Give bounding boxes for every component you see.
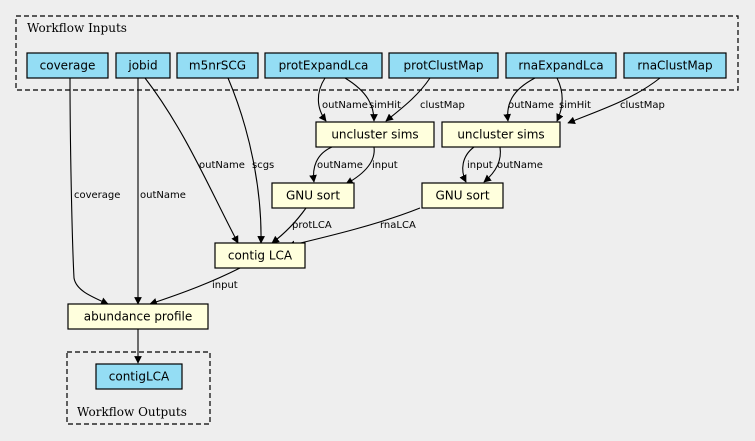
edge-label-rna-sort-input: input: [467, 160, 493, 171]
input-coverage-label: coverage: [40, 59, 96, 73]
output-contiglca-label: contigLCA: [109, 370, 170, 384]
step-uncluster-sims-rna-node[interactable]: uncluster sims: [441, 121, 561, 148]
step-uncluster-sims-prot-node[interactable]: uncluster sims: [315, 121, 435, 148]
edge-label-prot-clustmap: clustMap: [420, 100, 465, 111]
edge-label-prot-sort-outname: outName: [317, 160, 363, 171]
workflow-outputs-label: Workflow Outputs: [77, 405, 187, 419]
edge-uncluster-rna-sort-outname: outName: [483, 146, 543, 183]
edge-label-rna-sort-outname: outName: [497, 160, 543, 171]
edge-label-prot-outname: outName: [322, 100, 368, 111]
edge-uncluster-prot-sort-outname: outName: [309, 146, 363, 183]
input-rnaexpandlca-node[interactable]: rnaExpandLca: [505, 52, 617, 79]
input-m5nrscg-label: m5nrSCG: [189, 59, 246, 73]
step-gnu-sort-prot-node[interactable]: GNU sort: [271, 182, 355, 209]
input-rnaclustmap-label: rnaClustMap: [637, 59, 712, 73]
edge-rnaclustmap-uncluster: clustMap: [567, 77, 665, 124]
step-gnu-sort-rna-node[interactable]: GNU sort: [421, 182, 504, 209]
edge-uncluster-prot-sort-input: input: [345, 146, 398, 185]
input-m5nrscg-node[interactable]: m5nrSCG: [176, 52, 259, 79]
workflow-inputs-label: Workflow Inputs: [27, 21, 127, 35]
edge-label-rnalca: rnaLCA: [380, 220, 416, 231]
edge-prot-sort-contig-lca: protLCA: [271, 207, 332, 244]
edge-label-coverage: coverage: [74, 190, 120, 201]
edge-label-jobid-outname: outName: [140, 190, 186, 201]
step-uncluster-sims-rna-label: uncluster sims: [457, 128, 544, 142]
edge-protexpandlca-uncluster-simhit: simHit: [344, 77, 401, 122]
edge-label-rna-outname: outName: [508, 100, 554, 111]
step-uncluster-sims-prot-label: uncluster sims: [331, 128, 418, 142]
edge-rnaexpandlca-uncluster-outname: outName: [503, 77, 554, 122]
step-gnu-sort-rna-label: GNU sort: [435, 189, 489, 203]
input-protclustmap-node[interactable]: protClustMap: [388, 52, 499, 79]
edge-label-rna-clustmap: clustMap: [620, 100, 665, 111]
workflow-inputs-cluster: Workflow Inputs: [15, 15, 739, 91]
input-jobid-node[interactable]: jobid: [115, 52, 171, 79]
workflow-outputs-cluster: Workflow Outputs: [66, 351, 211, 425]
input-protexpandlca-node[interactable]: protExpandLca: [264, 52, 383, 79]
edge-protexpandlca-uncluster-outname: outName: [317, 77, 368, 122]
input-rnaexpandlca-label: rnaExpandLca: [518, 59, 603, 73]
input-jobid-label: jobid: [127, 59, 157, 73]
edge-label-protlca: protLCA: [292, 220, 332, 231]
input-protexpandlca-label: protExpandLca: [279, 59, 369, 73]
edge-label-prot-sort-input: input: [372, 160, 398, 171]
step-abundance-profile-node[interactable]: abundance profile: [67, 303, 209, 330]
edge-label-contig-input: input: [212, 280, 238, 291]
step-contig-lca-label: contig LCA: [228, 249, 293, 263]
edge-protclustmap-uncluster: clustMap: [385, 77, 465, 122]
edge-coverage-abundance: coverage: [69, 77, 120, 305]
edge-label-scgs: scgs: [252, 160, 274, 171]
step-abundance-profile-label: abundance profile: [84, 310, 192, 324]
input-protclustmap-label: protClustMap: [404, 59, 484, 73]
edge-jobid-abundance: outName: [134, 78, 186, 305]
step-gnu-sort-prot-label: GNU sort: [286, 189, 340, 203]
edge-contig-lca-abundance: input: [149, 267, 241, 306]
edge-uncluster-rna-sort-input: input: [459, 146, 493, 183]
edge-label-rna-simhit: simHit: [559, 100, 591, 111]
edge-m5nrscg-contig-lca: scgs: [227, 77, 274, 244]
input-coverage-node[interactable]: coverage: [26, 52, 109, 79]
edge-label-prot-simhit: simHit: [369, 100, 401, 111]
input-rnaclustmap-node[interactable]: rnaClustMap: [623, 52, 727, 79]
edge-jobid-contig-lca: outName: [144, 77, 245, 244]
edge-rnaexpandlca-uncluster-simhit: simHit: [556, 77, 591, 122]
step-contig-lca-node[interactable]: contig LCA: [214, 242, 306, 269]
edge-label-contig-outname: outName: [199, 160, 245, 171]
output-contiglca-node[interactable]: contigLCA: [95, 363, 183, 390]
